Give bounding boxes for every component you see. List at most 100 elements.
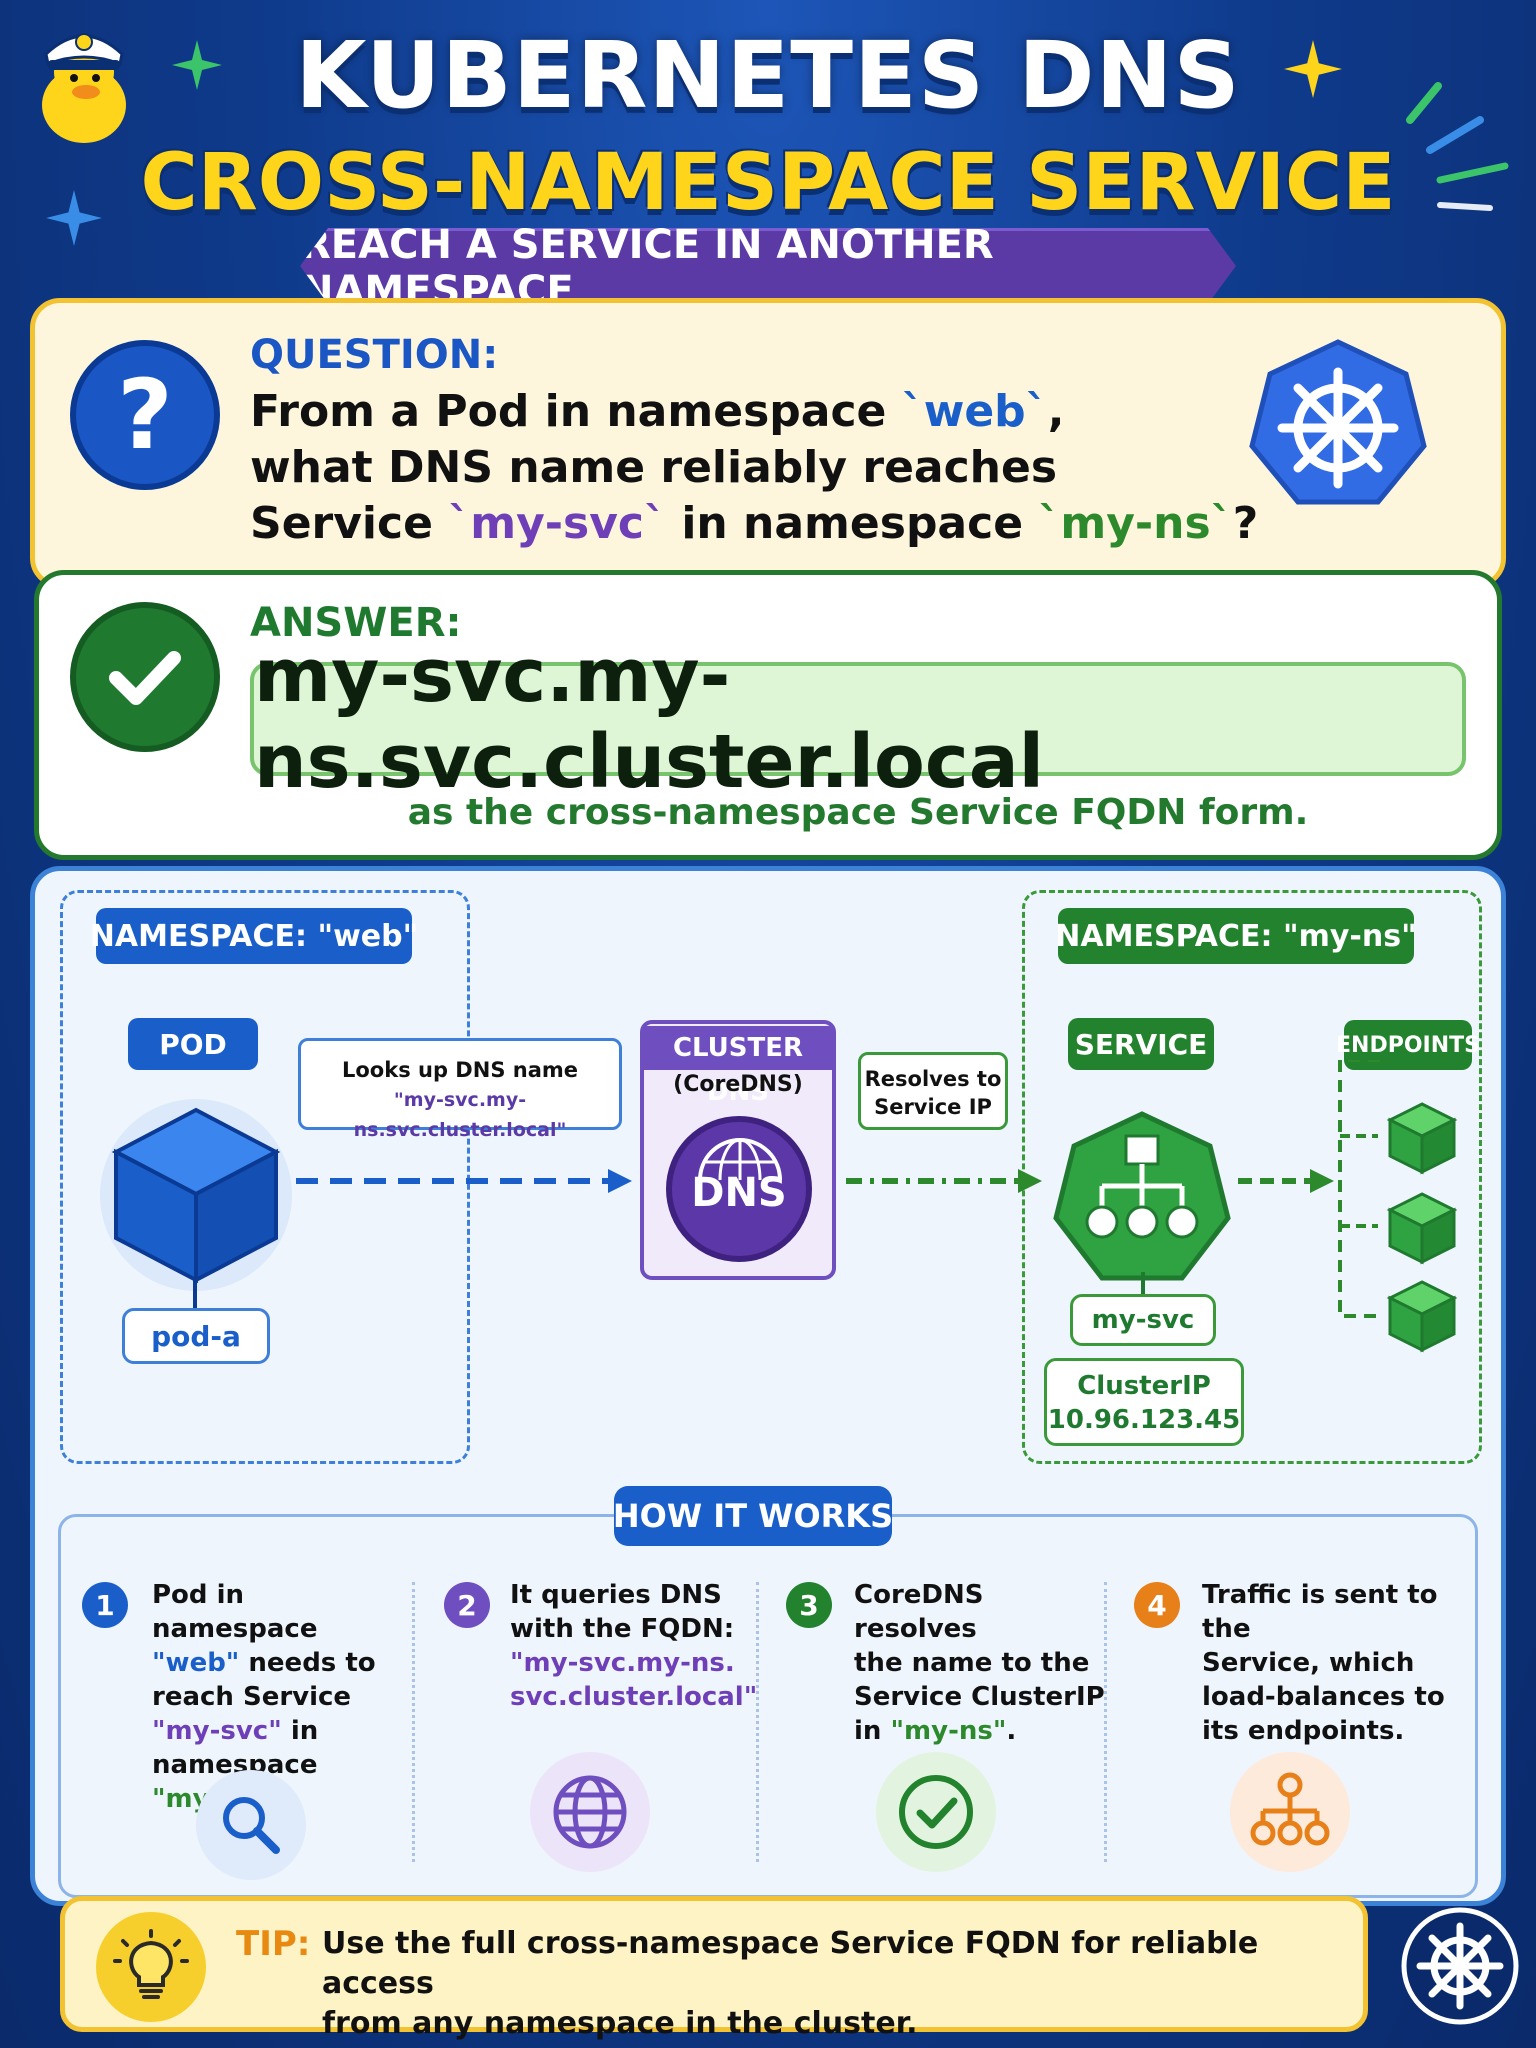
- step-text-line: Service, which: [1202, 1648, 1415, 1678]
- lookup-fqdn: "my-svc.my-ns.svc.cluster.local": [353, 1089, 567, 1141]
- step-1-number: 1: [82, 1582, 128, 1628]
- step-3-number: 3: [786, 1582, 832, 1628]
- step-text-part: in: [854, 1716, 891, 1746]
- check-circle-icon: [876, 1752, 996, 1872]
- service-network-icon: [1053, 1111, 1231, 1281]
- step-text-line: its endpoints.: [1202, 1716, 1405, 1746]
- hierarchy-icon: [1230, 1752, 1350, 1872]
- step-text-part: needs to: [239, 1648, 376, 1678]
- lookup-callout: Looks up DNS name "my-svc.my-ns.svc.clus…: [298, 1038, 622, 1141]
- question-text-line: what DNS name reliably reaches: [250, 442, 1058, 493]
- step-highlight: "my-svc.my-ns.: [510, 1648, 735, 1678]
- answer-note: as the cross-namespace Service FQDN form…: [407, 792, 1309, 833]
- resolves-text: Resolves to: [864, 1067, 1002, 1091]
- pod-name: pod-a: [122, 1308, 270, 1364]
- tip-card: [60, 1896, 1368, 2032]
- lightbulb-icon: [96, 1912, 206, 2022]
- kubernetes-logo-icon: [1249, 339, 1427, 505]
- burst-lines-icon: [1406, 82, 1509, 211]
- endpoints-label: ENDPOINTS: [1336, 1020, 1480, 1070]
- step-text-part: in: [281, 1716, 319, 1746]
- pod-label: POD: [128, 1018, 258, 1070]
- question-text-part: in namespace: [666, 498, 1039, 549]
- step-text-line: Pod in namespace: [152, 1580, 318, 1644]
- namespace-web-label: NAMESPACE: "web": [90, 908, 418, 964]
- step-text-line: It queries DNS: [510, 1580, 722, 1610]
- step-4-text: Traffic is sent to the Service, which lo…: [1202, 1578, 1472, 1748]
- cluster-ip-value: 10.96.123.45: [1047, 1405, 1241, 1435]
- step-text-line: with the FQDN:: [510, 1614, 735, 1644]
- cluster-ip-label: ClusterIP: [1077, 1371, 1211, 1401]
- step-2-number: 2: [444, 1582, 490, 1628]
- cluster-dns-subtitle: (CoreDNS): [673, 1072, 803, 1097]
- step-highlight: "my-ns": [890, 1716, 1007, 1746]
- check-mark-icon: [70, 602, 220, 752]
- step-highlight: "my-svc": [152, 1716, 282, 1746]
- step-separator: [756, 1582, 759, 1862]
- pod-connector: [193, 1280, 197, 1312]
- step-2-text: It queries DNS with the FQDN: "my-svc.my…: [510, 1578, 770, 1714]
- helm-wheel-icon: [1401, 1907, 1519, 2025]
- step-1-text: Pod in namespace "web" needs to reach Se…: [152, 1578, 392, 1816]
- dns-icon-text: DNS: [691, 1170, 787, 1216]
- step-text-line: CoreDNS resolves: [854, 1580, 984, 1644]
- service-to-endpoints-arrow: [1238, 1169, 1334, 1193]
- step-3-text: CoreDNS resolves the name to the Service…: [854, 1578, 1114, 1748]
- question-text-part: From a Pod in namespace: [250, 386, 902, 437]
- service-label: SERVICE: [1068, 1018, 1214, 1070]
- how-it-works-label: HOW IT WORKS: [613, 1486, 893, 1546]
- step-text-line: Traffic is sent to the: [1202, 1580, 1438, 1644]
- question-text-part: Service: [250, 498, 449, 549]
- step-text-line: Service ClusterIP: [854, 1682, 1105, 1712]
- search-icon: [196, 1770, 306, 1880]
- sparkle-icon: [1284, 40, 1342, 98]
- answer-label: ANSWER:: [250, 600, 462, 646]
- pod-to-dns-arrow: [296, 1169, 632, 1193]
- step-text-line: load-balances to: [1202, 1682, 1445, 1712]
- step-separator: [1104, 1582, 1107, 1862]
- subtitle-ribbon: REACH A SERVICE IN ANOTHER NAMESPACE: [300, 228, 1236, 304]
- step-highlight: "web": [152, 1648, 240, 1678]
- question-text-part: ,: [1047, 386, 1065, 437]
- namespace-myns-label: NAMESPACE: "my-ns": [1055, 908, 1417, 964]
- question-text-part: ?: [1232, 498, 1259, 549]
- service-connector: [1141, 1272, 1145, 1296]
- step-text-part: .: [1006, 1716, 1017, 1746]
- service-name: my-svc: [1070, 1294, 1216, 1346]
- endpoints-bracket: [1338, 1060, 1380, 1318]
- endpoint-cube-icon: [1386, 1102, 1458, 1175]
- globe-arc-icon: [698, 1138, 782, 1181]
- sparkle-icon: [46, 190, 102, 246]
- question-namespace-web: `web`: [901, 386, 1048, 437]
- globe-icon: [530, 1752, 650, 1872]
- resolves-text: Service IP: [874, 1095, 992, 1119]
- tip-label: TIP:: [236, 1924, 311, 1964]
- cluster-dns-title: CLUSTER DNS: [640, 1026, 836, 1107]
- question-text: From a Pod in namespace `web`, what DNS …: [250, 384, 1258, 552]
- dns-globe-icon: DNS: [666, 1116, 812, 1262]
- sparkle-icon: [172, 40, 222, 90]
- answer-fqdn: my-svc.my-ns.svc.cluster.local: [250, 633, 1466, 805]
- step-4-number: 4: [1134, 1582, 1180, 1628]
- step-separator: [412, 1582, 415, 1862]
- tip-text: Use the full cross-namespace Service FQD…: [322, 1924, 1352, 2044]
- dns-to-service-arrow: [846, 1169, 1042, 1193]
- page-title: KUBERNETES DNS: [295, 22, 1241, 129]
- question-service-name: `my-svc`: [448, 498, 666, 549]
- lookup-text: Looks up DNS name: [342, 1058, 578, 1082]
- tip-text-line: Use the full cross-namespace Service FQD…: [322, 1926, 1259, 2001]
- endpoint-cube-icon: [1386, 1280, 1458, 1353]
- cluster-ip-box: ClusterIP 10.96.123.45: [1044, 1358, 1244, 1446]
- step-highlight: svc.cluster.local": [510, 1682, 758, 1712]
- pod-cube-icon: [100, 1099, 292, 1291]
- tip-text-line: from any namespace in the cluster.: [322, 2006, 918, 2041]
- duck-mascot-icon: [42, 33, 126, 143]
- step-text-line: the name to the: [854, 1648, 1090, 1678]
- question-label: QUESTION:: [250, 332, 499, 378]
- question-namespace-myns: `my-ns`: [1038, 498, 1233, 549]
- question-mark-icon: ?: [70, 340, 220, 490]
- endpoint-cube-icon: [1386, 1192, 1458, 1265]
- namespace-web-region: [60, 890, 470, 1464]
- resolves-callout: Resolves to Service IP: [858, 1052, 1008, 1130]
- step-text-line: reach Service: [152, 1682, 352, 1712]
